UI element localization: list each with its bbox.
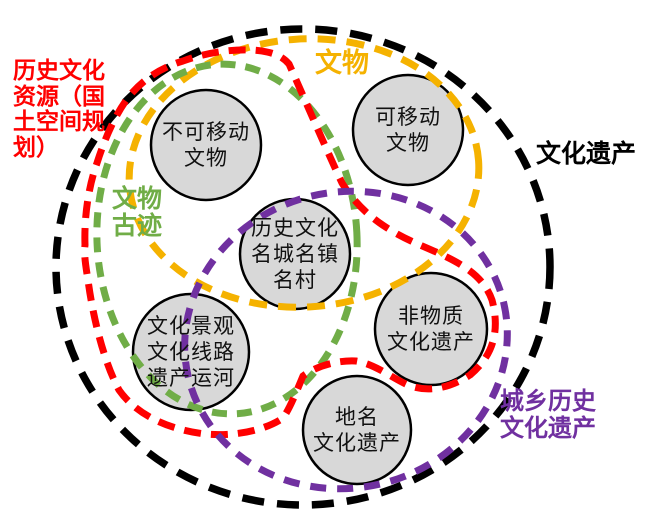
node-circle-immovable-relics — [149, 88, 263, 202]
historic-cultural-resources-ring — [81, 46, 499, 439]
cultural-heritage-ring — [52, 25, 554, 509]
node-circle-place-name-heritage — [301, 374, 413, 486]
node-text-movable-relics: 可移动 文物 — [375, 105, 441, 155]
label-cultural-relics: 文物 — [315, 48, 369, 78]
node-text-cultural-landscape: 文化景观 文化线路 遗产运河 — [147, 314, 235, 390]
node-text-place-name-heritage: 地名 文化遗产 — [313, 405, 401, 455]
label-urban-rural-historic-heritage: 城乡历史 文化遗产 — [500, 388, 596, 442]
label-cultural-relic-sites: 文物 古迹 — [112, 185, 163, 240]
cultural-relics-ring — [125, 35, 483, 311]
urban-rural-historic-heritage-ring — [181, 187, 511, 493]
node-circle-movable-relics — [351, 73, 465, 187]
node-text-intangible-heritage: 非物质 文化遗产 — [387, 304, 475, 354]
label-historic-cultural-resources: 历史文化 资源（国 土空间规 划） — [13, 57, 105, 160]
node-text-famous-cities-towns-villages: 历史文化 名城名镇 名村 — [251, 216, 339, 292]
node-text-immovable-relics: 不可移动 文物 — [162, 120, 250, 170]
label-cultural-heritage: 文化遗产 — [536, 140, 637, 168]
node-circle-intangible-heritage — [373, 271, 489, 387]
cultural-relic-sites-ring — [93, 60, 361, 418]
